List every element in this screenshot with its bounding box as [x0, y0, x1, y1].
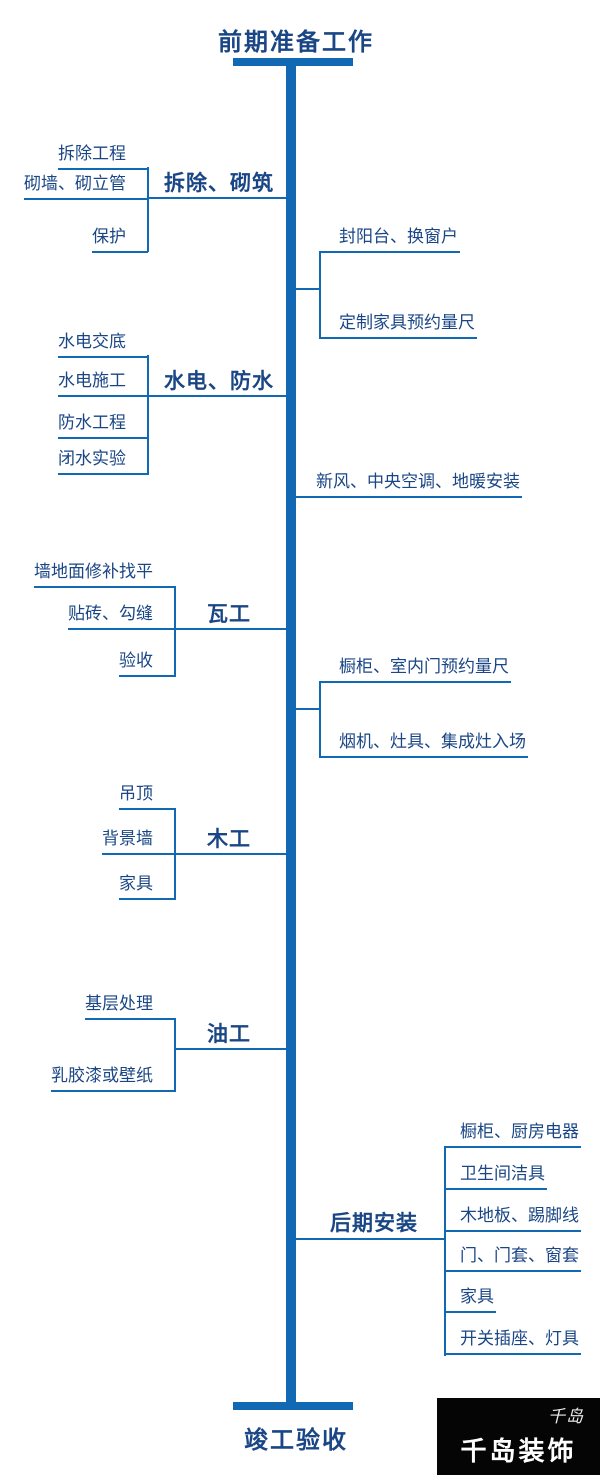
top-title: 前期准备工作	[218, 28, 374, 56]
bottom-title: 竣工验收	[244, 1426, 348, 1454]
left-item: 水电施工	[58, 370, 148, 397]
left-item: 背景墙	[102, 828, 175, 855]
connector-line	[148, 395, 288, 397]
right-item: 烟机、灶具、集成灶入场	[319, 731, 528, 758]
connector-line	[296, 1238, 446, 1240]
left-item: 闭水实验	[58, 448, 148, 475]
bracket-line	[444, 1146, 446, 1356]
right-item: 开关插座、灯具	[444, 1328, 581, 1355]
connector-line	[175, 1048, 288, 1050]
left-item: 拆除工程	[58, 143, 148, 170]
stage-label-demolition: 拆除、砌筑	[164, 171, 274, 195]
bracket-line	[174, 586, 176, 677]
left-item: 防水工程	[58, 412, 148, 439]
connector-line	[148, 197, 288, 199]
brand-logo-mark: 千岛	[548, 1407, 584, 1427]
left-item: 保护	[92, 226, 148, 253]
connector-line	[175, 628, 288, 630]
right-item: 木地板、踢脚线	[444, 1205, 581, 1232]
bottom-cap-bar	[233, 1402, 353, 1410]
left-item: 吊顶	[119, 783, 175, 810]
right-item: 封阳台、换窗户	[319, 226, 460, 253]
left-item: 墙地面修补找平	[34, 561, 175, 588]
brand-logo-text: 千岛装饰	[460, 1437, 577, 1467]
brand-logo: 千岛 千岛装饰	[437, 1398, 600, 1475]
bracket-line	[147, 355, 149, 475]
stage-label-plumbing: 水电、防水	[164, 369, 274, 393]
connector-line	[296, 708, 321, 710]
left-item: 验收	[119, 650, 175, 677]
bracket-line	[174, 808, 176, 900]
left-item: 乳胶漆或壁纸	[51, 1065, 175, 1092]
right-item: 橱柜、厨房电器	[444, 1121, 581, 1148]
bracket-line	[319, 251, 321, 339]
stage-label-tiling: 瓦工	[207, 602, 251, 626]
connector-line	[175, 853, 288, 855]
bracket-line	[147, 167, 149, 252]
connector-line	[296, 288, 321, 290]
bracket-line	[319, 681, 321, 758]
stage-label-carpentry: 木工	[207, 827, 251, 851]
left-item: 家具	[119, 873, 175, 900]
left-item: 基层处理	[85, 993, 175, 1020]
stage-label-painting: 油工	[207, 1022, 251, 1046]
left-item: 贴砖、勾缝	[68, 603, 175, 630]
left-item: 水电交底	[58, 331, 148, 358]
stage-label-late-install: 后期安装	[330, 1211, 418, 1235]
right-item: 门、门套、窗套	[444, 1245, 581, 1272]
right-item: 卫生间洁具	[444, 1163, 547, 1190]
left-item: 砌墙、砌立管	[24, 173, 148, 200]
main-timeline	[286, 60, 296, 1408]
right-item: 橱柜、室内门预约量尺	[319, 656, 511, 683]
right-item: 新风、中央空调、地暖安装	[296, 471, 522, 498]
right-item: 家具	[444, 1286, 496, 1313]
bracket-line	[174, 1018, 176, 1092]
right-item: 定制家具预约量尺	[319, 312, 477, 339]
